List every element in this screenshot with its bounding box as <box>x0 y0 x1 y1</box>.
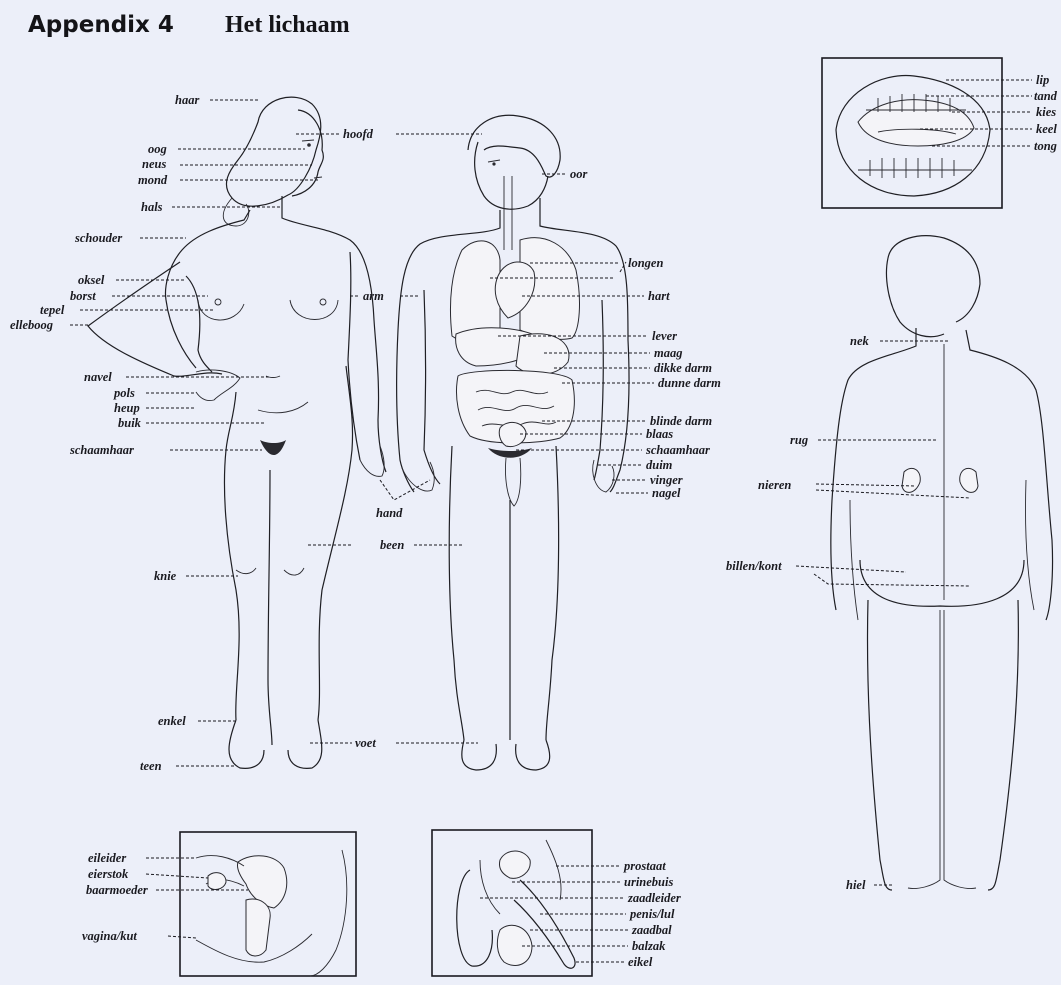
label-blaas: blaas <box>646 427 673 441</box>
label-schouder: schouder <box>74 231 122 245</box>
label-eikel: eikel <box>628 955 653 969</box>
label-schaamhaar-woman: schaamhaar <box>69 443 134 457</box>
label-borst: borst <box>70 289 96 303</box>
female-inset <box>180 832 356 976</box>
label-billen-kont: billen/kont <box>726 559 782 573</box>
label-oor: oor <box>570 167 588 181</box>
label-eierstok: eierstok <box>88 867 129 881</box>
label-arm: arm <box>363 289 384 303</box>
label-hart: hart <box>648 289 670 303</box>
label-voet: voet <box>355 736 376 750</box>
label-nek: nek <box>850 334 870 348</box>
label-oog: oog <box>148 142 167 156</box>
label-neus: neus <box>142 157 166 171</box>
label-keel: keel <box>1036 122 1057 136</box>
label-mond: mond <box>138 173 168 187</box>
label-zaadleider: zaadleider <box>627 891 681 905</box>
label-longen: longen <box>628 256 663 270</box>
label-navel: navel <box>84 370 112 384</box>
label-been: been <box>380 538 404 552</box>
label-penis-lul: penis/lul <box>629 907 675 921</box>
label-elleboog: elleboog <box>10 318 53 332</box>
label-maag: maag <box>654 346 682 360</box>
label-kies: kies <box>1036 105 1056 119</box>
label-knie: knie <box>154 569 177 583</box>
label-dikke-darm: dikke darm <box>654 361 712 375</box>
male-inset <box>432 830 592 976</box>
label-pols: pols <box>113 386 135 400</box>
label-nieren: nieren <box>758 478 791 492</box>
label-dunne-darm: dunne darm <box>658 376 721 390</box>
label-enkel: enkel <box>158 714 186 728</box>
label-hoofd: hoofd <box>343 127 374 141</box>
label-vagina-kut: vagina/kut <box>82 929 137 943</box>
label-schaamhaar-man: schaamhaar <box>645 443 710 457</box>
label-blinde-darm: blinde darm <box>650 414 712 428</box>
label-rug: rug <box>790 433 808 447</box>
label-hiel: hiel <box>846 878 866 892</box>
label-hals: hals <box>141 200 163 214</box>
label-lever: lever <box>652 329 677 343</box>
label-urinebuis: urinebuis <box>624 875 673 889</box>
label-balzak: balzak <box>632 939 666 953</box>
label-vinger: vinger <box>650 473 683 487</box>
label-tand: tand <box>1034 89 1058 103</box>
label-tong: tong <box>1034 139 1057 153</box>
mouth-inset <box>822 58 1002 208</box>
label-oksel: oksel <box>78 273 105 287</box>
label-prostaat: prostaat <box>623 859 666 873</box>
label-tepel: tepel <box>40 303 65 317</box>
label-heup: heup <box>114 401 140 415</box>
label-baarmoeder: baarmoeder <box>86 883 148 897</box>
woman-figure <box>88 97 386 768</box>
label-eileider: eileider <box>88 851 126 865</box>
label-haar: haar <box>175 93 199 107</box>
label-hand: hand <box>376 506 403 520</box>
label-buik: buik <box>118 416 142 430</box>
label-duim: duim <box>646 458 673 472</box>
label-zaadbal: zaadbal <box>631 923 672 937</box>
man-figure <box>397 115 629 770</box>
label-lip: lip <box>1036 73 1049 87</box>
label-nagel: nagel <box>652 486 681 500</box>
label-teen: teen <box>140 759 162 773</box>
